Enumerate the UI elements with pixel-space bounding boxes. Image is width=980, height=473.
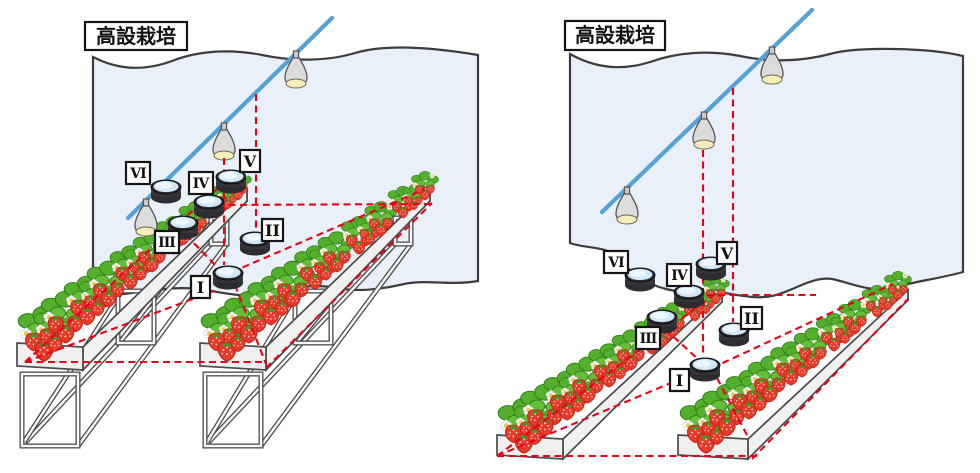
svg-text:高設栽培: 高設栽培	[575, 23, 655, 47]
svg-text:V: V	[243, 152, 257, 171]
sensor-puck-V	[215, 169, 247, 194]
sensor-label-I: I	[668, 367, 691, 393]
sensor-label-IV: IV	[187, 170, 215, 196]
sensor-label-III: III	[153, 229, 181, 255]
lamp-icon	[760, 46, 784, 85]
panel-left: I II III IV V VI 高設栽培	[16, 15, 480, 449]
sensor-label-V: V	[715, 240, 739, 266]
sensor-label-VI: VI	[124, 160, 152, 186]
svg-text:I: I	[197, 278, 204, 297]
sensor-puck-I	[689, 357, 721, 382]
panel-title-left: 高設栽培	[83, 20, 189, 52]
lamp-icon	[284, 50, 308, 89]
sensor-label-VI: VI	[602, 249, 630, 275]
sensor-label-III: III	[634, 325, 662, 351]
svg-text:高設栽培: 高設栽培	[96, 24, 176, 48]
sensor-puck-IV	[193, 194, 225, 219]
measurement-lines-right	[496, 88, 909, 460]
sensor-puck-VI	[624, 267, 656, 292]
svg-text:III: III	[640, 331, 657, 347]
svg-text:VI: VI	[607, 255, 624, 271]
sensor-label-I: I	[189, 274, 212, 300]
svg-text:II: II	[744, 309, 759, 328]
light-wire	[599, 7, 815, 215]
panel-right: I II III IV V VI 高設栽培	[496, 7, 965, 462]
sensor-puck-VI	[150, 179, 182, 204]
svg-text:IV: IV	[671, 268, 689, 284]
panel-title-right: 高設栽培	[563, 19, 667, 52]
svg-text:I: I	[676, 371, 683, 390]
svg-text:V: V	[720, 244, 734, 263]
svg-text:III: III	[158, 235, 175, 251]
sensor-label-II: II	[260, 217, 285, 243]
svg-text:VI: VI	[129, 166, 146, 182]
sensor-puck-IV	[673, 284, 705, 309]
svg-text:II: II	[265, 221, 280, 240]
sensor-label-IV: IV	[665, 262, 693, 288]
sensor-label-V: V	[238, 148, 262, 174]
sensor-label-II: II	[739, 305, 764, 331]
sensor-puck-I	[212, 265, 244, 290]
svg-text:IV: IV	[193, 176, 211, 192]
